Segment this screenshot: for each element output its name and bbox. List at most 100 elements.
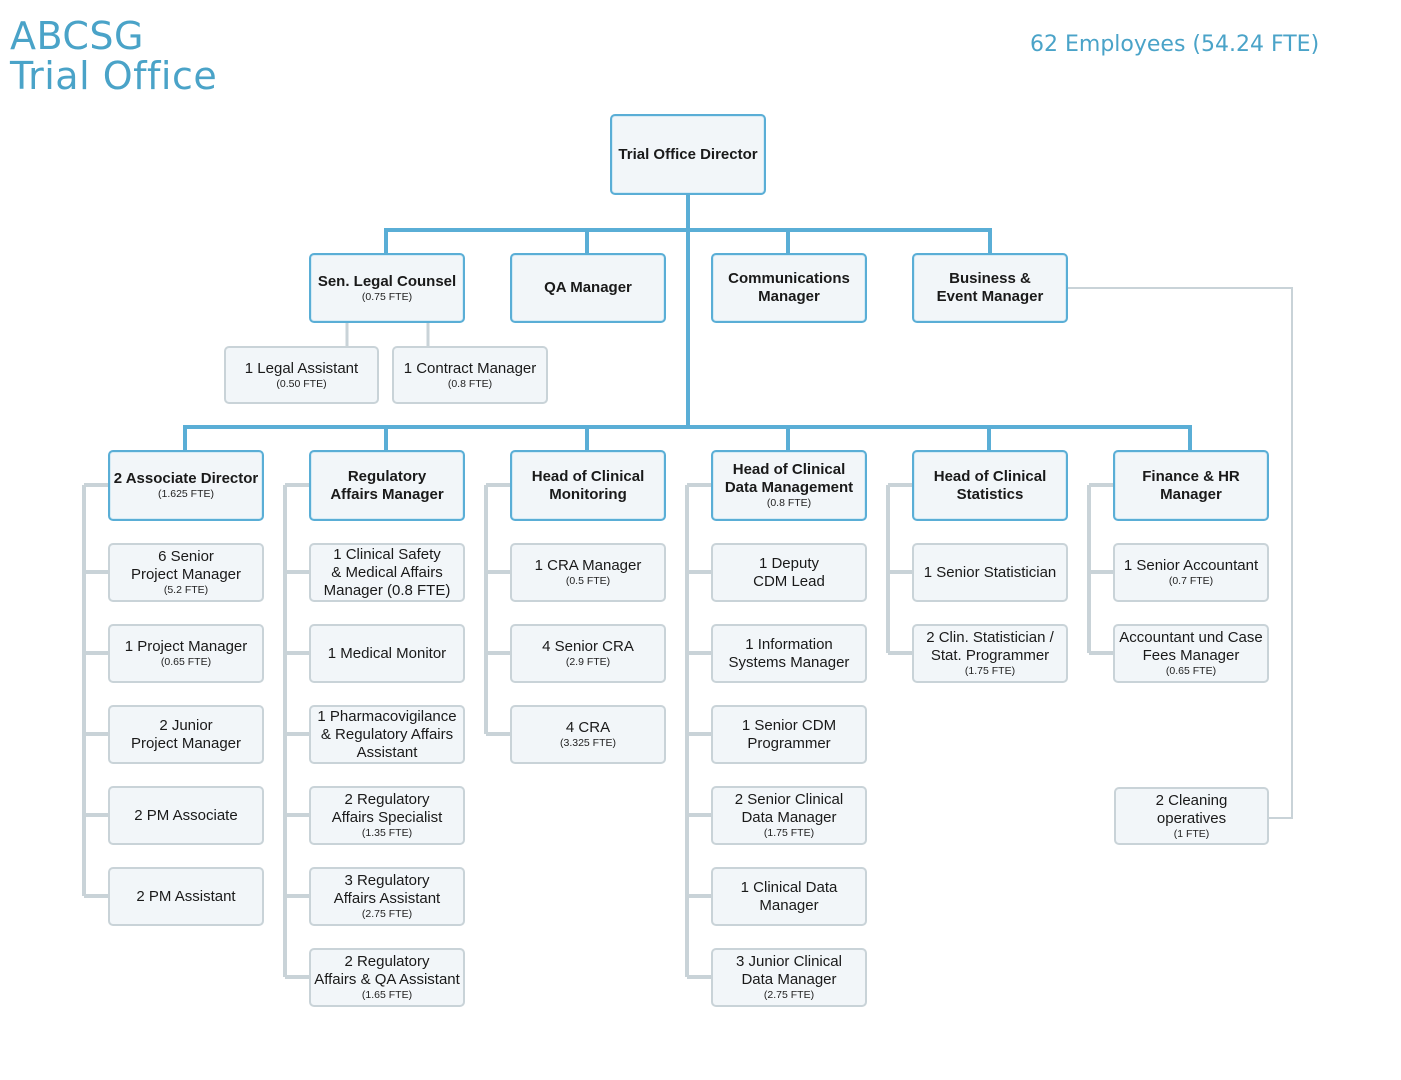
box-staff: 1 Senior Statistician bbox=[912, 543, 1068, 602]
box-label-line: Systems Manager bbox=[728, 653, 850, 671]
box-label-line: Head of Clinical bbox=[531, 467, 645, 485]
box-label-line: Affairs Assistant bbox=[333, 890, 441, 907]
box-label-line: Event Manager bbox=[936, 288, 1044, 305]
box-label-line: Project Manager bbox=[130, 566, 242, 583]
box-label-line: 1 Senior CDM bbox=[741, 716, 837, 734]
box-label-line: 3 Junior Clinical bbox=[736, 953, 842, 970]
box-label-line: & Medical Affairs bbox=[331, 563, 443, 581]
box-label-line: 2 Cleaning bbox=[1155, 791, 1228, 809]
fte-label: (1.625 FTE) bbox=[157, 488, 215, 500]
box-label-line: Affairs Specialist bbox=[331, 809, 443, 826]
box-label-line: Stat. Programmer bbox=[930, 647, 1050, 664]
fte-label: (2.75 FTE) bbox=[763, 989, 815, 1001]
box-label-line: 1 Contract Manager bbox=[403, 359, 537, 377]
box-staff: 2 PM Assistant bbox=[108, 867, 264, 926]
box-label-line: Statistics bbox=[956, 485, 1024, 503]
box-department-head: 2 Associate Director(1.625 FTE) bbox=[108, 450, 264, 521]
box-label-line: Assistant bbox=[356, 743, 418, 761]
fte-label: (1.65 FTE) bbox=[361, 989, 413, 1001]
box-label-line: 2 Regulatory bbox=[344, 953, 430, 970]
box-label-line: 1 Pharmacovigilance bbox=[317, 707, 457, 725]
box-qa-manager: QA Manager bbox=[510, 253, 666, 323]
box-label-line: Finance & HR bbox=[1142, 467, 1240, 485]
box-label-line: Manager bbox=[1160, 485, 1222, 503]
box-staff: 4 Senior CRA(2.9 FTE) bbox=[510, 624, 666, 683]
box-label-line: QA Manager bbox=[544, 279, 632, 296]
box-label-line: Regulatory bbox=[347, 467, 427, 485]
box-label-line: Manager bbox=[759, 896, 819, 914]
box-business-event: Business &Event Manager bbox=[912, 253, 1068, 323]
box-staff: 4 CRA(3.325 FTE) bbox=[510, 705, 666, 764]
box-label-line: Head of Clinical bbox=[732, 461, 846, 478]
fte-label: (0.50 FTE) bbox=[276, 377, 327, 390]
box-label-line: Business & bbox=[949, 270, 1031, 287]
fte-label: (1 FTE) bbox=[1173, 827, 1210, 840]
box-label-line: 1 Information bbox=[745, 635, 833, 653]
box-label-line: Project Manager bbox=[130, 734, 242, 752]
box-label-line: 2 Senior Clinical bbox=[734, 791, 844, 808]
title-line-2: Trial Office bbox=[10, 54, 218, 98]
box-label-line: Communications bbox=[728, 270, 850, 287]
fte-label: (0.65 FTE) bbox=[1165, 665, 1217, 677]
box-label-line: 1 Senior Statistician bbox=[923, 563, 1057, 581]
box-label-line: 2 Associate Director bbox=[113, 470, 259, 487]
fte-label: (2.9 FTE) bbox=[565, 656, 611, 668]
fte-label: (0.8 FTE) bbox=[447, 377, 493, 390]
title-line-1: ABCSG bbox=[10, 14, 144, 58]
box-label-line: Data Manager bbox=[741, 971, 837, 988]
box-label-line: Trial Office Director bbox=[618, 145, 758, 163]
box-label-line: 2 Regulatory bbox=[344, 791, 430, 808]
fte-label: (0.5 FTE) bbox=[565, 575, 611, 587]
box-label-line: operatives bbox=[1156, 809, 1227, 827]
cleaning-connector bbox=[1067, 287, 1293, 819]
box-label-line: Fees Manager bbox=[1142, 647, 1240, 664]
box-staff: 2 Clin. Statistician /Stat. Programmer(1… bbox=[912, 624, 1068, 683]
box-staff: 1 Senior Accountant(0.7 FTE) bbox=[1113, 543, 1269, 602]
box-label-line: 1 Clinical Safety bbox=[333, 545, 441, 563]
box-contract-manager: 1 Contract Manager(0.8 FTE) bbox=[392, 346, 548, 404]
fte-label: (3.325 FTE) bbox=[559, 737, 617, 749]
fte-label: (0.8 FTE) bbox=[766, 497, 812, 509]
box-label-line: 1 Deputy bbox=[758, 554, 820, 572]
fte-label: (1.35 FTE) bbox=[361, 827, 413, 839]
page-title: ABCSG Trial Office bbox=[10, 16, 217, 96]
box-label-line: 3 Regulatory bbox=[344, 872, 430, 889]
box-label-line: 1 Project Manager bbox=[124, 638, 248, 655]
box-label-line: 6 Senior bbox=[158, 548, 214, 565]
fte-label: (1.75 FTE) bbox=[763, 827, 815, 839]
box-label-line: 2 Junior bbox=[159, 716, 213, 734]
box-label-line: Manager (0.8 FTE) bbox=[323, 581, 451, 599]
box-label-line: & Regulatory Affairs bbox=[320, 725, 454, 743]
box-label-line: Data Management bbox=[724, 479, 854, 496]
box-label-line: Sen. Legal Counsel bbox=[317, 272, 457, 290]
box-label-line: Manager bbox=[758, 288, 820, 305]
fte-label: (5.2 FTE) bbox=[163, 584, 209, 596]
box-label-line: 2 PM Assistant bbox=[136, 887, 236, 905]
box-legal-assistant: 1 Legal Assistant(0.50 FTE) bbox=[224, 346, 379, 404]
fte-label: (0.65 FTE) bbox=[160, 656, 212, 668]
box-label-line: 2 Clin. Statistician / bbox=[926, 629, 1054, 646]
employee-count: 62 Employees (54.24 FTE) bbox=[1030, 32, 1320, 57]
box-label-line: 1 Legal Assistant bbox=[244, 359, 359, 377]
fte-label: (2.75 FTE) bbox=[361, 908, 413, 920]
box-staff: 1 Medical Monitor bbox=[309, 624, 465, 683]
box-label-line: 1 Medical Monitor bbox=[327, 644, 447, 662]
box-label-line: 4 Senior CRA bbox=[542, 638, 634, 655]
box-label-line: CDM Lead bbox=[753, 572, 825, 590]
box-label-line: Programmer bbox=[747, 734, 831, 752]
